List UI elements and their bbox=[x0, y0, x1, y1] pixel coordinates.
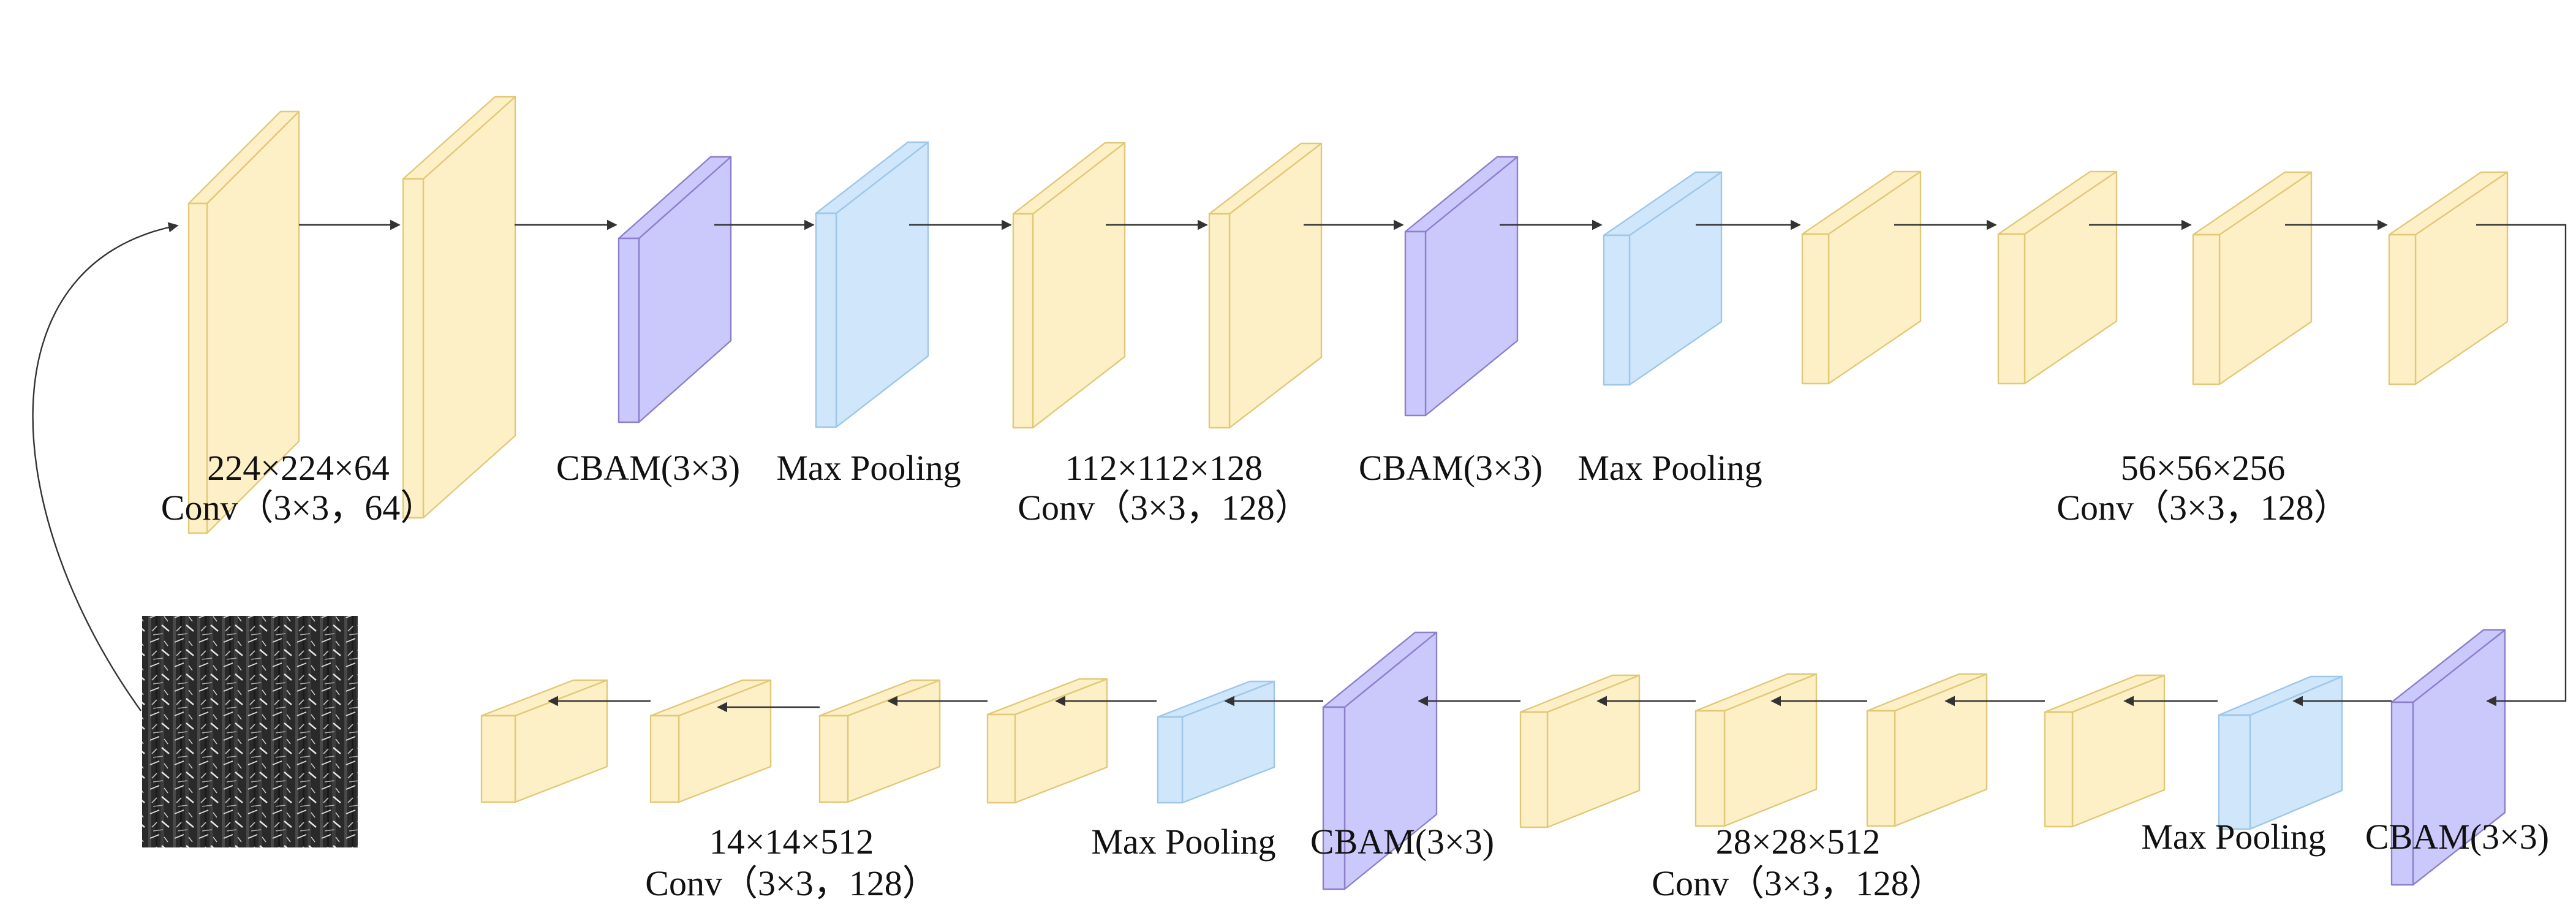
conv1-size-label: 224×224×64 bbox=[207, 448, 389, 488]
cbam1-label: CBAM(3×3) bbox=[556, 448, 740, 488]
conv1a-block-front-face bbox=[187, 202, 208, 534]
pool1-block-front-face bbox=[815, 212, 837, 428]
pool1-block bbox=[815, 141, 929, 428]
conv5c-block bbox=[649, 679, 772, 803]
conv5a-block bbox=[986, 678, 1108, 804]
cbam3-label: CBAM(3×3) bbox=[2365, 817, 2549, 857]
conv5c-block-front-face bbox=[649, 714, 680, 803]
input-image bbox=[142, 616, 358, 847]
conv5b-block-front-face bbox=[818, 714, 849, 803]
conv5d-block bbox=[480, 679, 608, 803]
conv2a-block-front-face bbox=[1012, 213, 1034, 429]
row-wrap-connector bbox=[2476, 224, 2567, 707]
pool2-block bbox=[1603, 171, 1723, 386]
pool2-block-front-face bbox=[1603, 234, 1631, 386]
cbam3-block-front-face bbox=[2390, 701, 2414, 886]
pool1-label: Max Pooling bbox=[776, 448, 961, 488]
cbam2-label: CBAM(3×3) bbox=[1359, 448, 1543, 488]
conv2b-block-side-face bbox=[1228, 142, 1323, 429]
conv4-op-label: Conv（3×3，128） bbox=[1652, 863, 1944, 903]
cbam2-block-side-face bbox=[1424, 156, 1519, 417]
conv5-size-label: 14×14×512 bbox=[709, 822, 874, 862]
conv2a-block bbox=[1012, 142, 1126, 429]
conv2b-block bbox=[1208, 142, 1323, 429]
cbam2-block-front-face bbox=[1404, 230, 1427, 417]
conv4c-block-front-face bbox=[1694, 710, 1726, 827]
conv5a-block-front-face bbox=[986, 713, 1016, 804]
cbam4-block-front-face bbox=[1322, 706, 1346, 890]
pool4-block-front-face bbox=[1157, 716, 1184, 804]
pool4-block bbox=[1157, 680, 1275, 804]
pool2-label: Max Pooling bbox=[1577, 448, 1762, 488]
cbam1-block-front-face bbox=[618, 237, 640, 423]
pool4-label: Max Pooling bbox=[1091, 822, 1275, 862]
pool3-block bbox=[2218, 675, 2343, 830]
conv2-op-label: Conv（3×3，128） bbox=[1018, 488, 1310, 528]
conv3c-block bbox=[2192, 171, 2313, 385]
pool3-block-front-face bbox=[2218, 714, 2251, 830]
conv1b-block bbox=[402, 96, 516, 519]
conv4-size-label: 28×28×512 bbox=[1716, 822, 1880, 862]
input-to-first-conv-arrow bbox=[32, 222, 179, 711]
pool1-block-side-face bbox=[835, 141, 929, 428]
conv3b-block-front-face bbox=[1997, 233, 2026, 385]
cbam1-block bbox=[618, 156, 732, 423]
pool3-label: Max Pooling bbox=[2141, 817, 2325, 857]
conv4c-block bbox=[1694, 673, 1818, 827]
conv5b-block bbox=[818, 679, 941, 803]
conv3b-block bbox=[1997, 170, 2118, 385]
conv3-op-label: Conv（3×3，128） bbox=[2057, 488, 2349, 528]
conv2-size-label: 112×112×128 bbox=[1065, 448, 1263, 488]
conv3-size-label: 56×56×256 bbox=[2121, 448, 2285, 488]
conv2a-block-side-face bbox=[1032, 142, 1126, 429]
conv1-op-label: Conv（3×3，64） bbox=[161, 488, 436, 528]
conv1a-block bbox=[187, 110, 300, 534]
conv3d-block bbox=[2388, 171, 2509, 385]
conv3c-block-front-face bbox=[2192, 233, 2221, 385]
conv4d-block-front-face bbox=[1519, 711, 1549, 828]
conv5d-block-front-face bbox=[480, 714, 516, 803]
conv4a-block-front-face bbox=[2044, 711, 2074, 828]
conv3a-block bbox=[1801, 170, 1922, 385]
cbam3-block bbox=[2390, 629, 2506, 886]
conv4b-block bbox=[1866, 673, 1988, 827]
cbam2-block bbox=[1404, 156, 1519, 417]
cbam4-block bbox=[1322, 631, 1438, 890]
conv5-op-label: Conv（3×3，128） bbox=[645, 863, 937, 903]
conv4d-block bbox=[1519, 674, 1641, 828]
conv3d-block-front-face bbox=[2388, 233, 2417, 385]
grayscale-texture-image-icon bbox=[142, 616, 358, 847]
conv4a-block bbox=[2044, 674, 2166, 828]
conv1b-block-front-face bbox=[402, 178, 425, 519]
conv3a-block-front-face bbox=[1801, 233, 1830, 385]
conv2b-block-front-face bbox=[1208, 213, 1231, 429]
conv5a-block-side-face bbox=[1014, 678, 1108, 804]
cbam4-label: CBAM(3×3) bbox=[1310, 822, 1494, 862]
conv4b-block-front-face bbox=[1866, 710, 1896, 827]
